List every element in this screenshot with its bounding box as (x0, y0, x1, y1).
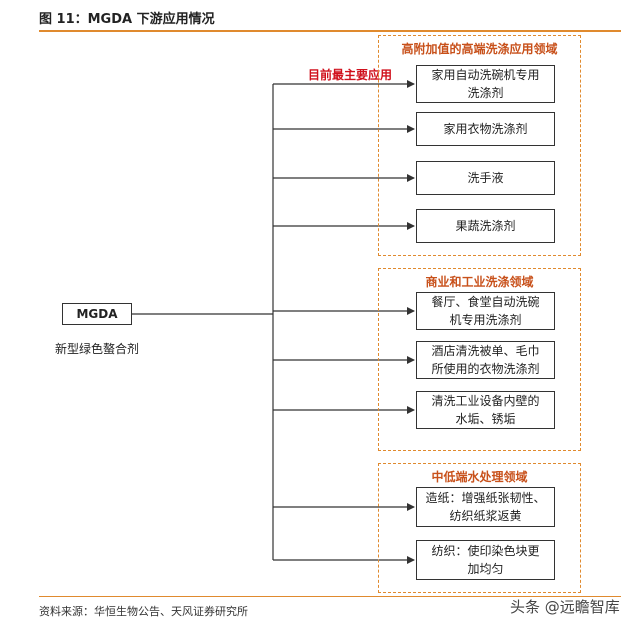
source-node-label: MGDA (76, 307, 118, 321)
app-node-line: 纺织纸浆返黄 (449, 509, 522, 523)
app-node-textile: 纺织：使印染色块更加均匀 (416, 540, 555, 580)
source-node-caption: 新型绿色螯合剂 (55, 342, 140, 356)
app-node-line: 所使用的衣物洗涤剂 (431, 362, 540, 376)
source-note: 资料来源：华恒生物公告、天风证券研究所 (39, 605, 248, 618)
app-node-produce-wash: 果蔬洗涤剂 (416, 209, 555, 243)
app-node-papermaking: 造纸：增强纸张韧性、纺织纸浆返黄 (416, 487, 555, 527)
group-title-high-end: 高附加值的高端洗涤应用领域 (401, 42, 558, 56)
app-node-line: 机专用洗涤剂 (449, 313, 522, 327)
app-node-line: 洗涤剂 (467, 86, 504, 100)
app-node-line: 加均匀 (467, 562, 504, 576)
app-node-restaurant-dishwasher: 餐厅、食堂自动洗碗机专用洗涤剂 (416, 292, 555, 330)
app-node-laundry-detergent: 家用衣物洗涤剂 (416, 112, 555, 146)
source-node-mgda: MGDA (62, 303, 132, 325)
app-node-line: 水垢、锈垢 (455, 412, 516, 426)
group-title-water-treatment: 中低端水处理领域 (431, 470, 528, 484)
main-application-label: 目前最主要应用 (308, 68, 393, 82)
app-node-line: 果蔬洗涤剂 (455, 219, 516, 233)
app-node-hand-soap: 洗手液 (416, 161, 555, 195)
app-node-line: 造纸：增强纸张韧性、 (425, 491, 546, 505)
app-node-line: 家用衣物洗涤剂 (443, 122, 528, 136)
group-water-treatment (378, 463, 581, 593)
top-rule (39, 30, 621, 32)
app-node-line: 酒店清洗被单、毛巾 (431, 344, 540, 358)
figure-title: 图 11：MGDA 下游应用情况 (39, 12, 215, 27)
group-title-commercial: 商业和工业洗涤领域 (425, 275, 534, 289)
app-node-dishwasher-detergent: 家用自动洗碗机专用洗涤剂 (416, 65, 555, 103)
group-high-end-detergent (378, 35, 581, 256)
app-node-line: 家用自动洗碗机专用 (431, 68, 540, 82)
group-commercial-industrial (378, 268, 581, 451)
app-node-line: 清洗工业设备内壁的 (431, 394, 540, 408)
app-node-hotel-laundry: 酒店清洗被单、毛巾所使用的衣物洗涤剂 (416, 341, 555, 379)
app-node-line: 纺织：使印染色块更 (431, 544, 540, 558)
app-node-industrial-scale-cleaning: 清洗工业设备内壁的水垢、锈垢 (416, 391, 555, 429)
app-node-line: 餐厅、食堂自动洗碗 (431, 295, 540, 309)
watermark: 头条 @远瞻智库 (510, 598, 620, 616)
app-node-line: 洗手液 (467, 171, 504, 185)
bottom-rule (39, 596, 621, 597)
